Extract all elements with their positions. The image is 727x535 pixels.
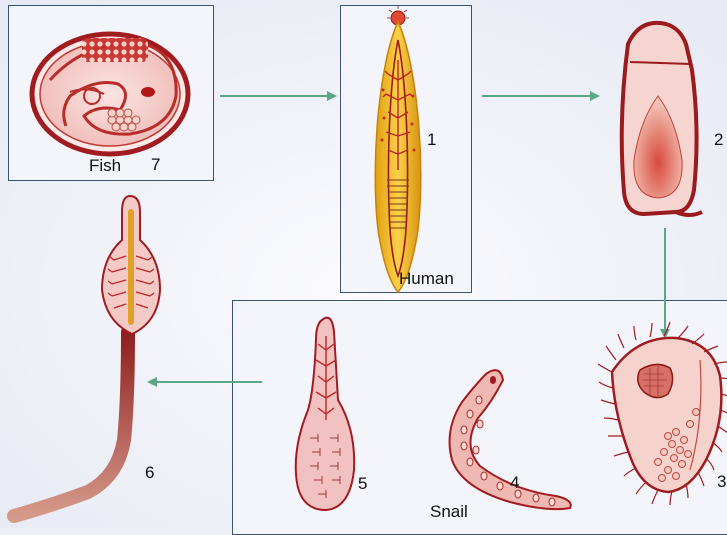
stage-number-1: 1	[427, 131, 436, 148]
stage-number-6: 6	[145, 464, 154, 481]
stage-number-7: 7	[151, 156, 160, 173]
stage-number-4: 4	[510, 474, 519, 491]
fish-host-label: Fish	[89, 157, 121, 174]
stage-number-3: 3	[717, 473, 726, 490]
sporocyst-icon	[296, 318, 354, 510]
cercaria-icon	[10, 196, 160, 520]
miracidium-icon	[598, 322, 727, 505]
adult-worm-icon	[375, 6, 421, 292]
encysted-metacercaria-icon	[32, 34, 188, 154]
snail-host-label: Snail	[430, 503, 468, 520]
stage-number-5: 5	[358, 475, 367, 492]
stage-number-2: 2	[714, 131, 723, 148]
egg-icon	[622, 23, 702, 215]
human-host-label: Human	[399, 270, 454, 287]
